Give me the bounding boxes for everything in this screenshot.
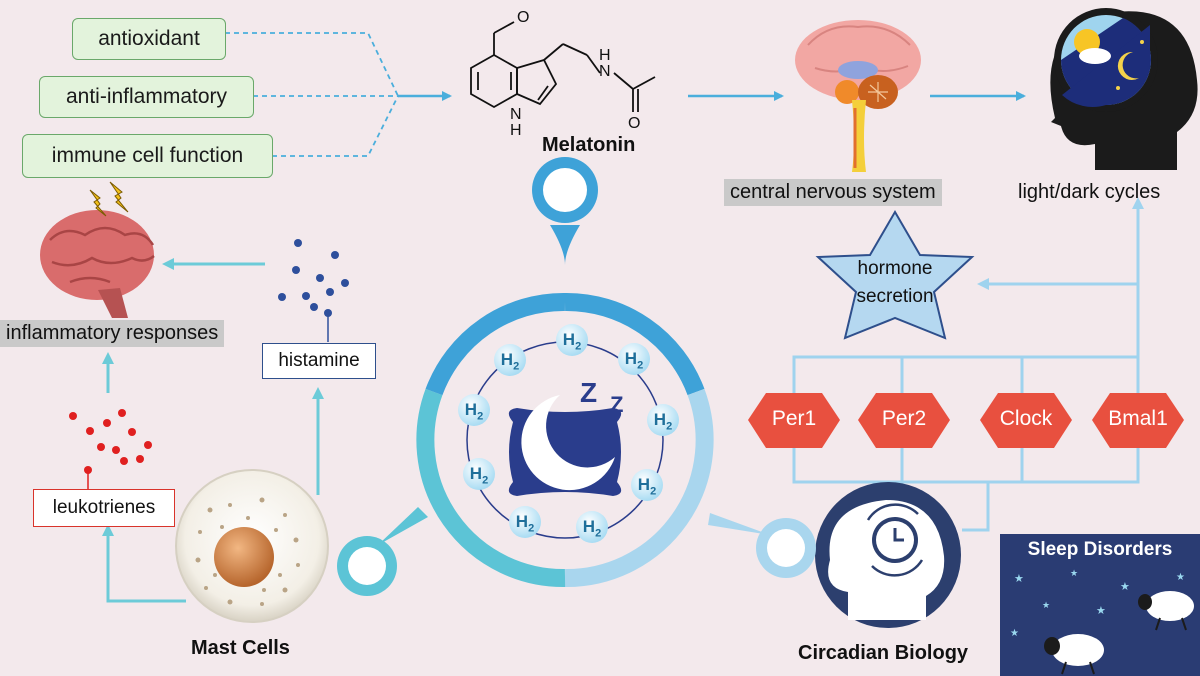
h2-label-7: H2 bbox=[469, 464, 489, 487]
h2-label-8: H2 bbox=[464, 400, 484, 423]
gene-hexagons bbox=[748, 393, 1184, 448]
h2-label-4: H2 bbox=[637, 475, 657, 498]
pin-left bbox=[337, 507, 428, 596]
gene-per2: Per2 bbox=[881, 407, 927, 430]
svg-text:★: ★ bbox=[1014, 573, 1024, 585]
svg-text:★: ★ bbox=[1096, 605, 1106, 617]
hormone-line1: hormone bbox=[857, 258, 933, 279]
gene-connectors bbox=[792, 200, 1140, 532]
light-dark-head-icon bbox=[1050, 8, 1198, 170]
antioxidant-label: antioxidant bbox=[98, 27, 200, 50]
h2-label-3: H2 bbox=[653, 410, 673, 433]
circadian-label: Circadian Biology bbox=[798, 642, 969, 664]
histamine-flag: histamine bbox=[262, 343, 376, 379]
indole-n: N bbox=[510, 106, 522, 123]
antioxidant-box: antioxidant bbox=[72, 18, 226, 60]
cns-brain-icon bbox=[795, 20, 921, 172]
svg-text:Z: Z bbox=[610, 392, 623, 417]
sheep-icon-2 bbox=[1138, 591, 1194, 631]
sleep-pillow-icon: Z Z bbox=[508, 377, 623, 496]
gene-bmal1: Bmal1 bbox=[1108, 407, 1168, 430]
hormone-line2: secretion bbox=[856, 286, 934, 307]
leukotrienes-label: leukotrienes bbox=[52, 497, 156, 518]
arrow-cell-to-leukotrienes bbox=[102, 524, 186, 603]
pin-right bbox=[708, 513, 816, 578]
svg-text:Z: Z bbox=[580, 377, 597, 408]
anti-inflammatory-label: anti-inflammatory bbox=[65, 85, 228, 108]
immune-function-label: immune cell function bbox=[51, 144, 244, 167]
histamine-label: histamine bbox=[278, 350, 360, 371]
h2-label-2: H2 bbox=[624, 349, 644, 372]
histamine-molecules bbox=[278, 239, 349, 342]
anti-inflammatory-box: anti-inflammatory bbox=[39, 76, 254, 118]
inflamed-brain-icon bbox=[40, 181, 155, 318]
light-dark-label: light/dark cycles bbox=[1018, 181, 1161, 203]
gene-clock: Clock bbox=[999, 407, 1053, 430]
svg-text:★: ★ bbox=[1042, 600, 1050, 610]
inflammation-label: inflammatory responses bbox=[0, 320, 225, 347]
leukotrienes-flag: leukotrienes bbox=[33, 489, 175, 527]
h2-label-6: H2 bbox=[515, 512, 535, 535]
effect-connectors bbox=[225, 32, 399, 157]
amine-n: N bbox=[599, 63, 611, 80]
circadian-head-icon bbox=[815, 482, 961, 628]
h2-label-5: H2 bbox=[582, 517, 602, 540]
immune-function-box: immune cell function bbox=[22, 134, 273, 178]
svg-text:★: ★ bbox=[1010, 628, 1019, 639]
h2-bubbles bbox=[458, 324, 679, 543]
h2-label-1: H2 bbox=[562, 330, 582, 353]
melatonin-structure bbox=[470, 21, 656, 112]
svg-text:★: ★ bbox=[1176, 572, 1185, 583]
hormone-star bbox=[815, 210, 975, 340]
melatonin-label: Melatonin bbox=[542, 134, 636, 156]
svg-text:★: ★ bbox=[1120, 581, 1130, 593]
gene-per1: Per1 bbox=[771, 407, 817, 430]
mast-cells-label: Mast Cells bbox=[191, 637, 290, 659]
amine-h: H bbox=[599, 47, 611, 64]
central-ring bbox=[416, 292, 714, 588]
sleep-disorders-title: Sleep Disorders bbox=[1027, 539, 1173, 560]
svg-text:★: ★ bbox=[1070, 568, 1078, 578]
indole-h: H bbox=[510, 122, 522, 139]
leukotriene-molecules bbox=[69, 409, 152, 490]
pin-top bbox=[532, 157, 598, 265]
methoxy-oxygen: O bbox=[517, 9, 529, 26]
sheep-icon-1 bbox=[1044, 634, 1104, 675]
h2-label-9: H2 bbox=[500, 350, 520, 373]
mast-cell-icon bbox=[175, 469, 329, 623]
sleep-disorders-panel: Sleep Disorders ★ ★ ★ ★ ★ ★ ★ ★ bbox=[1000, 534, 1200, 676]
sleep-disorders-scene: ★ ★ ★ ★ ★ ★ ★ ★ bbox=[1010, 568, 1194, 675]
cns-label: central nervous system bbox=[724, 179, 942, 206]
amide-oxygen: O bbox=[628, 115, 640, 132]
